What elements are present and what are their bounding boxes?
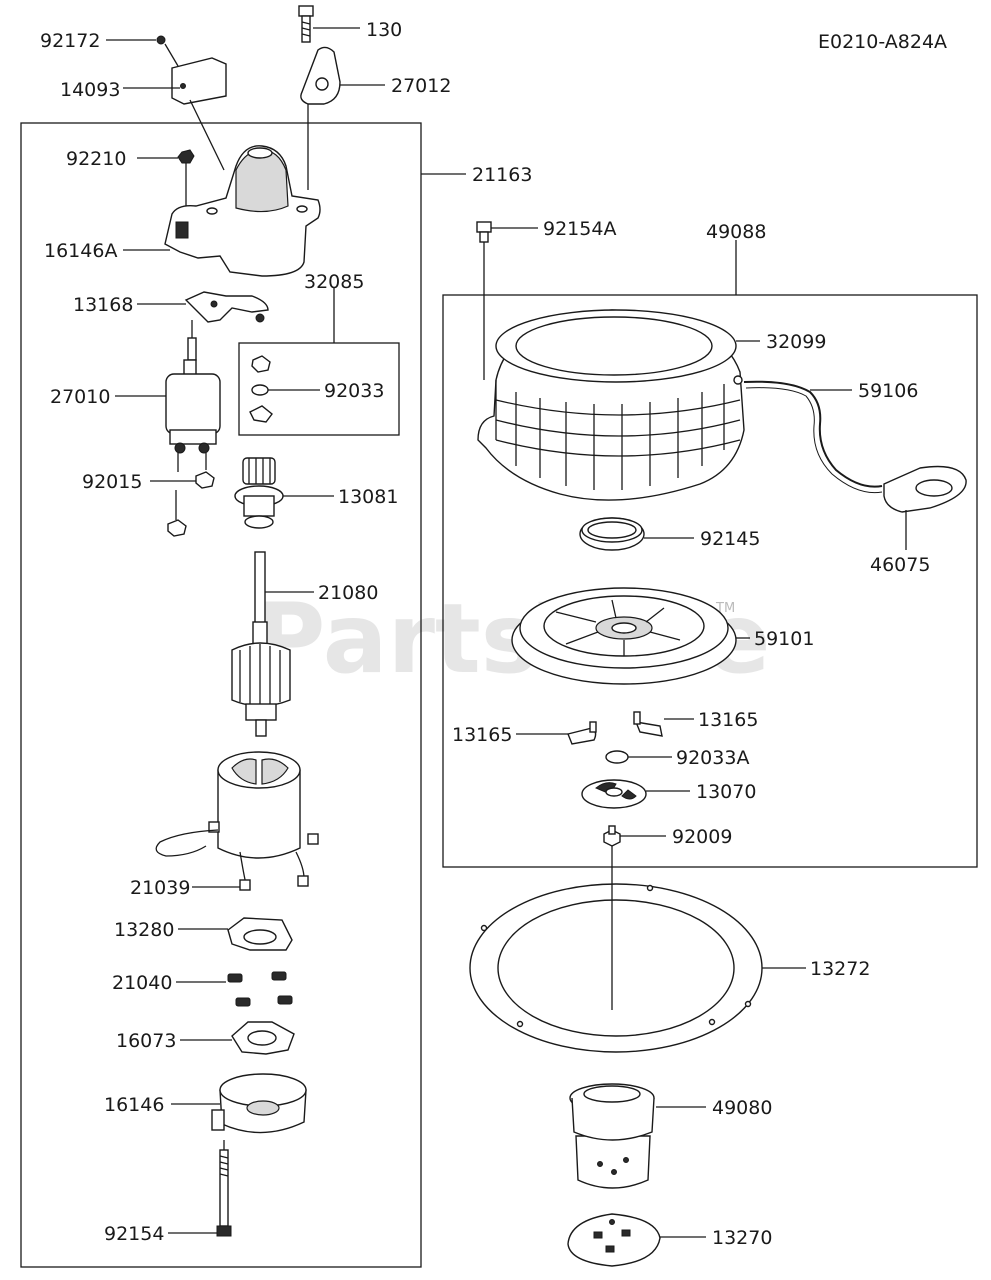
part-21040-springs[interactable]: [227, 971, 293, 1007]
label-32085[interactable]: 32085: [304, 271, 364, 293]
label-92154[interactable]: 92154: [104, 1223, 164, 1245]
part-49080-cup[interactable]: [569, 1083, 655, 1189]
part-13165-ratchet-right[interactable]: [633, 711, 663, 737]
label-92015[interactable]: 92015: [82, 471, 142, 493]
part-13272-gasket-ring[interactable]: [469, 883, 763, 1053]
part-46075-handle[interactable]: [883, 465, 967, 513]
label-49088[interactable]: 49088: [706, 221, 766, 243]
part-13270-plate[interactable]: [567, 1213, 661, 1267]
label-13165-left[interactable]: 13165: [452, 724, 512, 746]
part-59106-rope[interactable]: [743, 380, 883, 494]
label-16146A[interactable]: 16146A: [44, 240, 117, 262]
label-92172[interactable]: 92172: [40, 30, 100, 52]
label-59101[interactable]: 59101: [754, 628, 814, 650]
part-92015-nut[interactable]: [167, 471, 215, 537]
label-27010[interactable]: 27010: [50, 386, 110, 408]
kit-32085-box: [238, 342, 400, 436]
label-92033[interactable]: 92033: [324, 380, 384, 402]
label-92210[interactable]: 92210: [66, 148, 126, 170]
part-32099-recoil-cover[interactable]: [477, 309, 745, 501]
part-14093-plate[interactable]: [171, 57, 227, 105]
part-92154-bolt[interactable]: [216, 1149, 232, 1237]
label-13070[interactable]: 13070: [696, 781, 756, 803]
part-16146A-gear-housing[interactable]: [164, 145, 321, 277]
kit-32085-contents[interactable]: [249, 355, 273, 423]
part-92172-screw[interactable]: [156, 35, 179, 67]
label-46075[interactable]: 46075: [870, 554, 930, 576]
label-92145[interactable]: 92145: [700, 528, 760, 550]
label-32099[interactable]: 32099: [766, 331, 826, 353]
label-21163[interactable]: 21163: [472, 164, 532, 186]
part-13081-pinion[interactable]: [234, 457, 284, 529]
part-59101-reel[interactable]: [511, 587, 737, 685]
label-13280[interactable]: 13280: [114, 919, 174, 941]
label-13270[interactable]: 13270: [712, 1227, 772, 1249]
label-16073[interactable]: 16073: [116, 1030, 176, 1052]
part-13168-lever[interactable]: [184, 291, 269, 323]
label-92033A[interactable]: 92033A: [676, 747, 749, 769]
label-13272[interactable]: 13272: [810, 958, 870, 980]
diagram-code: E0210-A824A: [818, 31, 947, 53]
part-13070-drive-plate[interactable]: [581, 779, 647, 809]
part-16146-rear-cover[interactable]: [211, 1073, 307, 1134]
part-92154A-bolt[interactable]: [476, 221, 492, 243]
label-21080[interactable]: 21080: [318, 582, 378, 604]
recoil-starter-group-box: [442, 294, 978, 868]
part-130-bolt[interactable]: [298, 5, 314, 43]
label-59106[interactable]: 59106: [858, 380, 918, 402]
label-13168[interactable]: 13168: [73, 294, 133, 316]
part-16073-plate[interactable]: [231, 1021, 295, 1055]
label-92009[interactable]: 92009: [672, 826, 732, 848]
starter-motor-group-box: [20, 122, 422, 1268]
part-21039-yoke[interactable]: [155, 751, 319, 891]
label-16146[interactable]: 16146: [104, 1094, 164, 1116]
label-21040[interactable]: 21040: [112, 972, 172, 994]
label-21039[interactable]: 21039: [130, 877, 190, 899]
part-21080-armature[interactable]: [231, 551, 291, 737]
part-92145-spring[interactable]: [579, 517, 645, 551]
label-92154A[interactable]: 92154A: [543, 218, 616, 240]
label-27012[interactable]: 27012: [391, 75, 451, 97]
part-13280-brush-holder[interactable]: [227, 917, 293, 951]
part-92009-screw[interactable]: [603, 825, 621, 847]
label-14093[interactable]: 14093: [60, 79, 120, 101]
part-92210-nut[interactable]: [177, 149, 195, 164]
label-13165-right[interactable]: 13165: [698, 709, 758, 731]
part-27010-solenoid[interactable]: [165, 337, 221, 454]
part-27012-bracket[interactable]: [300, 46, 341, 105]
label-130[interactable]: 130: [366, 19, 402, 41]
label-13081[interactable]: 13081: [338, 486, 398, 508]
label-49080[interactable]: 49080: [712, 1097, 772, 1119]
part-13165-ratchet-left[interactable]: [567, 721, 597, 745]
part-92033A-washer[interactable]: [605, 750, 629, 764]
